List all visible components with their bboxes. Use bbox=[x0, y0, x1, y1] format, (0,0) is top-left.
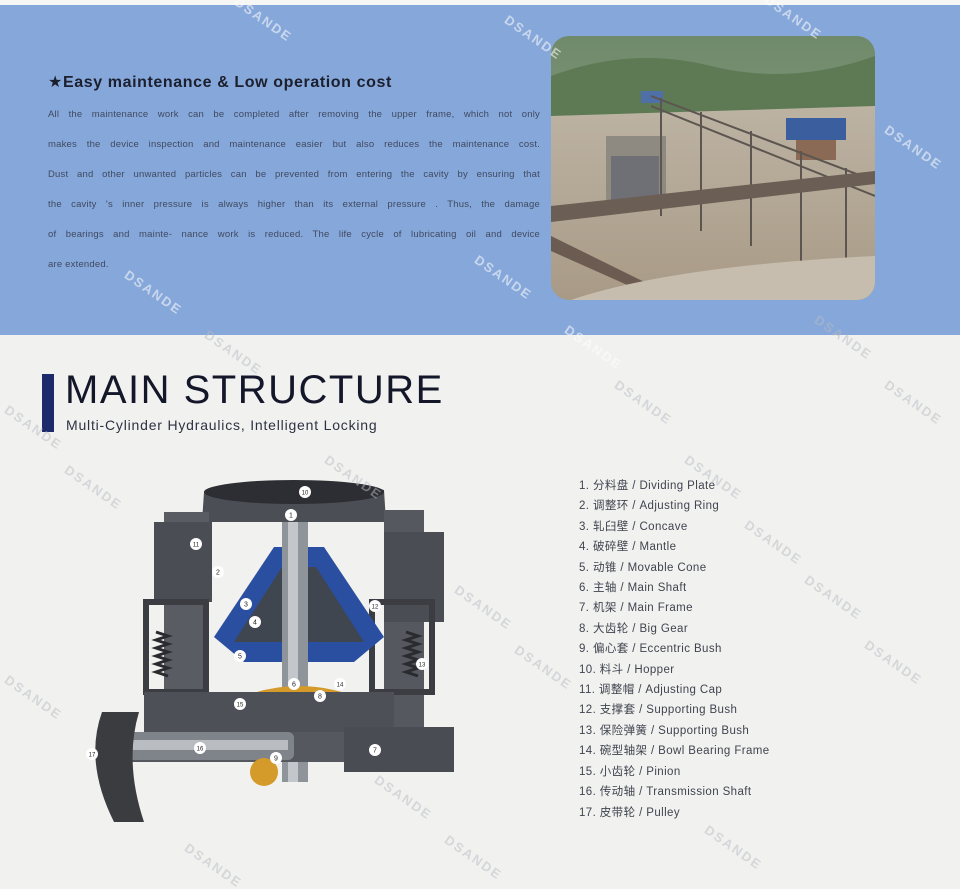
crusher-site-photo bbox=[551, 36, 875, 300]
callout-circle bbox=[249, 616, 261, 628]
parts-list: 1. 分料盘 / Dividing Plate 2. 调整环 / Adjusti… bbox=[579, 476, 770, 823]
callout-circle bbox=[270, 752, 282, 764]
callout-number: 7 bbox=[373, 748, 377, 755]
callout-circle bbox=[334, 678, 346, 690]
callout-circle bbox=[369, 600, 381, 612]
feature-line: the cavity 's inner pressure is always h… bbox=[48, 199, 540, 210]
watermark: DSANDE bbox=[511, 642, 576, 693]
callout-circle bbox=[234, 698, 246, 710]
part-item: 6. 主轴 / Main Shaft bbox=[579, 582, 687, 595]
crusher-site-illustration bbox=[551, 36, 875, 300]
main-structure-title: MAIN STRUCTURE bbox=[65, 368, 444, 412]
callout-marker: 12 bbox=[369, 600, 381, 612]
part-item: 16. 传动轴 / Transmission Shaft bbox=[579, 786, 752, 799]
callout-number: 1 bbox=[289, 513, 293, 520]
feature-line: are extended. bbox=[48, 259, 109, 270]
part-item: 9. 偏心套 / Eccentric Bush bbox=[579, 643, 722, 656]
callout-marker: 8 bbox=[314, 690, 326, 702]
callout-marker: 9 bbox=[270, 752, 282, 764]
part-item: 14. 碗型轴架 / Bowl Bearing Frame bbox=[579, 745, 770, 758]
watermark: DSANDE bbox=[1, 402, 66, 453]
callout-marker: 5 bbox=[234, 650, 246, 662]
callout-circle bbox=[234, 650, 246, 662]
callout-number: 12 bbox=[372, 605, 379, 611]
callout-number: 8 bbox=[318, 694, 322, 701]
callout-circle bbox=[190, 538, 202, 550]
watermark: DSANDE bbox=[1, 672, 66, 723]
callout-number: 2 bbox=[216, 570, 220, 577]
part-item: 8. 大齿轮 / Big Gear bbox=[579, 622, 689, 635]
callout-number: 17 bbox=[89, 753, 96, 759]
part-item: 5. 动锥 / Movable Cone bbox=[579, 561, 707, 574]
part-item: 4. 破碎壁 / Mantle bbox=[579, 541, 677, 554]
callout-circle bbox=[240, 598, 252, 610]
part-item: 11. 调整帽 / Adjusting Cap bbox=[579, 684, 723, 697]
title-accent-bar bbox=[42, 374, 54, 432]
callout-number: 11 bbox=[193, 543, 200, 549]
callout-marker: 7 bbox=[369, 744, 381, 756]
callout-number: 4 bbox=[253, 620, 257, 627]
part-item: 12. 支撑套 / Supporting Bush bbox=[579, 704, 738, 717]
part-item: 13. 保险弹簧 / Supporting Bush bbox=[579, 724, 750, 737]
top-strip bbox=[0, 0, 960, 5]
callout-number: 15 bbox=[237, 703, 244, 709]
part-item: 3. 轧臼壁 / Concave bbox=[579, 520, 688, 533]
feature-line: of bearings and mainte- nance work is re… bbox=[48, 229, 540, 240]
callout-circle bbox=[212, 566, 224, 578]
part-item: 2. 调整环 / Adjusting Ring bbox=[579, 500, 720, 513]
feature-title: ★Easy maintenance & Low operation cost bbox=[48, 74, 392, 91]
callout-marker: 16 bbox=[194, 742, 206, 754]
callout-number: 6 bbox=[292, 682, 296, 689]
main-structure-subtitle: Multi-Cylinder Hydraulics, Intelligent L… bbox=[66, 417, 378, 433]
callout-number: 16 bbox=[197, 747, 204, 753]
feature-description: All the maintenance work can be complete… bbox=[48, 100, 540, 280]
callout-circle bbox=[285, 509, 297, 521]
callout-marker: 4 bbox=[249, 616, 261, 628]
callout-marker: 13 bbox=[416, 658, 428, 670]
callout-circle bbox=[416, 658, 428, 670]
callout-marker: 2 bbox=[212, 566, 224, 578]
callout-number: 14 bbox=[337, 683, 344, 689]
callout-circle bbox=[288, 678, 300, 690]
callout-marker: 3 bbox=[240, 598, 252, 610]
callout-marker: 10 bbox=[299, 486, 311, 498]
feature-line: All the maintenance work can be complete… bbox=[48, 109, 540, 120]
callout-marker: 14 bbox=[334, 678, 346, 690]
callout-marker: 17 bbox=[86, 748, 98, 760]
callout-number: 5 bbox=[238, 654, 242, 661]
watermark: DSANDE bbox=[611, 377, 676, 428]
callout-circle bbox=[314, 690, 326, 702]
watermark: DSANDE bbox=[701, 822, 766, 873]
part-item: 17. 皮带轮 / Pulley bbox=[579, 806, 680, 819]
feature-line: Dust and other unwanted particles can be… bbox=[48, 169, 540, 180]
callout-marker: 6 bbox=[288, 678, 300, 690]
callout-circle bbox=[86, 748, 98, 760]
part-item: 15. 小齿轮 / Pinion bbox=[579, 765, 681, 778]
watermark: DSANDE bbox=[881, 377, 946, 428]
callout-marker: 15 bbox=[234, 698, 246, 710]
callout-circle bbox=[299, 486, 311, 498]
callout-number: 9 bbox=[274, 756, 278, 763]
callout-number: 3 bbox=[244, 602, 248, 609]
feature-line: makes the device inspection and maintena… bbox=[48, 139, 540, 150]
callout-marker: 11 bbox=[190, 538, 202, 550]
callout-number: 13 bbox=[419, 663, 426, 669]
callout-circle bbox=[194, 742, 206, 754]
callout-marker: 1 bbox=[285, 509, 297, 521]
callout-number: 10 bbox=[302, 491, 309, 497]
watermark: DSANDE bbox=[801, 572, 866, 623]
watermark: DSANDE bbox=[861, 637, 926, 688]
part-item: 10. 料斗 / Hopper bbox=[579, 663, 675, 676]
part-item: 7. 机架 / Main Frame bbox=[579, 602, 693, 615]
part-item: 1. 分料盘 / Dividing Plate bbox=[579, 480, 716, 492]
callout-circle bbox=[369, 744, 381, 756]
